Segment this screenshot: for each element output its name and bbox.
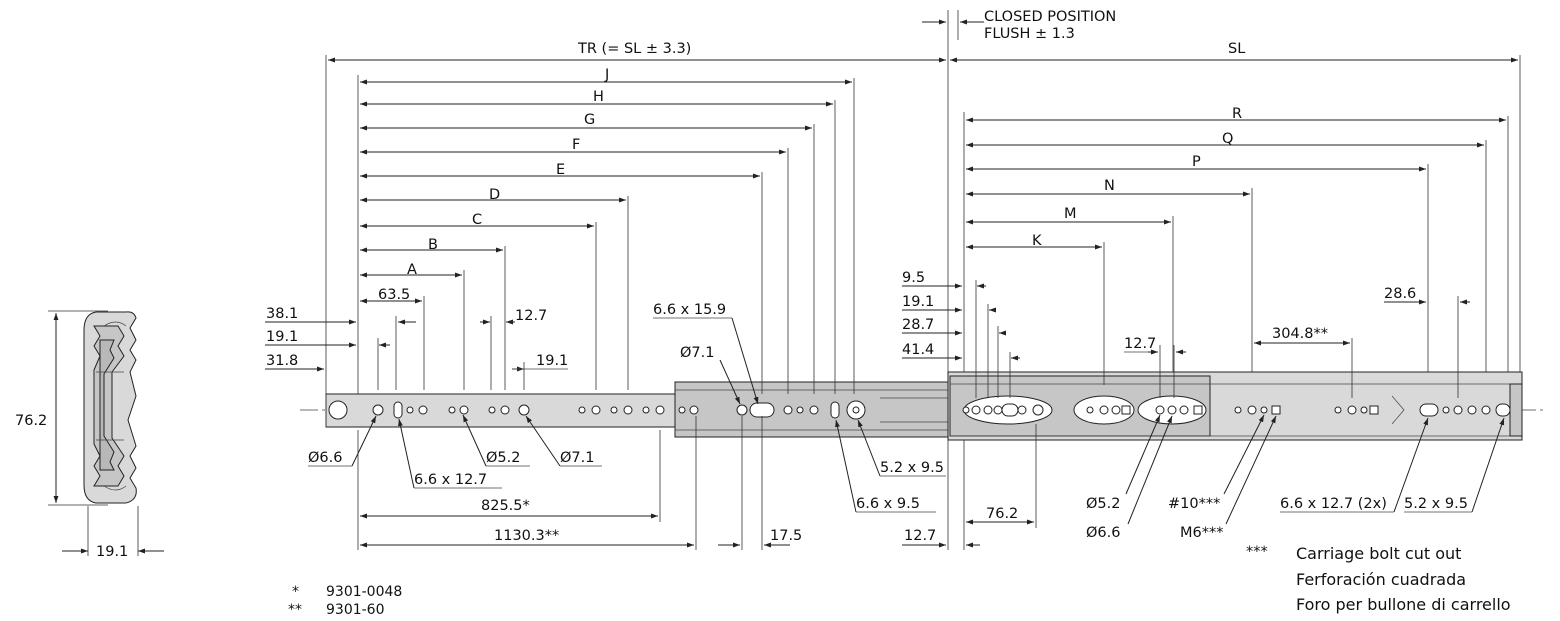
note-foro: Foro per bullone di carrello xyxy=(1296,595,1511,614)
footnote-code-2: 9301-60 xyxy=(326,602,385,618)
tr-label: TR (= SL ± 3.3) xyxy=(577,41,691,57)
profile-view: 76.2 19.1 xyxy=(15,310,164,560)
dim-letter-A: A xyxy=(407,262,417,278)
m10-note: #10*** xyxy=(1168,496,1220,512)
slot-6-6x9-5: 6.6 x 9.5 xyxy=(856,496,920,512)
dim-19-1-right: 19.1 xyxy=(536,353,568,369)
dim-9-5: 9.5 xyxy=(902,270,925,286)
slot-6-6x12-7: 6.6 x 12.7 xyxy=(414,472,487,488)
dim-825-5: 825.5* xyxy=(481,498,530,514)
dim-41-4-text: 41.4 xyxy=(902,342,934,358)
dim-letter-F: F xyxy=(572,137,580,153)
dim-letter-R: R xyxy=(1232,106,1242,122)
dim-38-1: 38.1 xyxy=(266,306,298,322)
dim-letter-G: G xyxy=(584,112,595,128)
left-small-dimensions: 63.5 38.1 19.1 31.8 12.7 19.1 6.6 x 15.9… xyxy=(265,287,759,405)
hole-dia-6-6-right: Ø6.6 xyxy=(1086,525,1120,541)
left-letter-dimensions: J H G F E D C B A xyxy=(357,67,855,394)
dim-letter-Q: Q xyxy=(1222,131,1233,147)
dim-76-2: 76.2 xyxy=(986,506,1018,522)
dim-12-7: 12.7 xyxy=(515,308,547,324)
footnotes: * 9301-0048 ** 9301-60 xyxy=(288,584,402,618)
dim-63-5: 63.5 xyxy=(378,287,410,303)
dim-28-7: 28.7 xyxy=(902,317,934,333)
hole-dia-5-2-right: Ø5.2 xyxy=(1086,496,1120,512)
dim-12-7-bottom: 12.7 xyxy=(904,528,936,544)
hole-dia-7-1-top: Ø7.1 xyxy=(680,345,714,361)
dim-19-1-left: 19.1 xyxy=(266,329,298,345)
triple-star: *** xyxy=(1246,544,1268,560)
sl-label: SL xyxy=(1228,41,1245,57)
flush-tolerance-label: FLUSH ± 1.3 xyxy=(984,26,1075,42)
closed-position-label: CLOSED POSITION xyxy=(984,9,1116,25)
hole-dia-5-2: Ø5.2 xyxy=(486,450,520,466)
right-mounting-holes xyxy=(962,395,1511,425)
right-letter-dimensions: R Q P N M K xyxy=(963,106,1509,385)
footnote-star-1: * xyxy=(292,584,299,600)
footnote-code-1: 9301-0048 xyxy=(326,584,402,600)
dim-letter-E: E xyxy=(556,162,565,178)
dim-letter-N: N xyxy=(1104,178,1115,194)
footnote-star-2: ** xyxy=(288,602,302,618)
note-carriage-bolt: Carriage bolt cut out xyxy=(1296,544,1461,563)
dim-12-7-r: 12.7 xyxy=(1124,336,1156,352)
dim-letter-M: M xyxy=(1064,206,1077,222)
slot-5-2x9-5: 5.2 x 9.5 xyxy=(880,460,944,476)
dim-304-8: 304.8** xyxy=(1272,326,1328,342)
slot-6-6x12-7-2x: 6.6 x 12.7 (2x) xyxy=(1280,496,1387,512)
dim-1130-3: 1130.3** xyxy=(494,528,559,544)
note-ferforacion: Ferforación cuadrada xyxy=(1296,570,1466,589)
dim-letter-H: H xyxy=(593,89,604,105)
dim-letter-J: J xyxy=(604,67,609,83)
slot-6-6x15-9: 6.6 x 15.9 xyxy=(653,302,726,318)
dim-19-1-r: 19.1 xyxy=(902,294,934,310)
hole-dia-6-6: Ø6.6 xyxy=(308,450,342,466)
dim-letter-D: D xyxy=(489,187,500,203)
dim-31-8: 31.8 xyxy=(266,353,298,369)
dim-letter-P: P xyxy=(1192,154,1201,170)
dim-28-6: 28.6 xyxy=(1384,286,1416,302)
slot-5-2x9-5-right: 5.2 x 9.5 xyxy=(1404,496,1468,512)
m6-note: M6*** xyxy=(1180,525,1224,541)
legend-notes: *** Carriage bolt cut out Ferforación cu… xyxy=(1246,544,1511,614)
left-mounting-holes xyxy=(372,400,866,420)
profile-width-label: 19.1 xyxy=(96,544,128,560)
profile-height-label: 76.2 xyxy=(15,413,47,429)
right-small-dimensions: 9.5 19.1 28.7 41.4 12.7 28.6 304.8** xyxy=(902,270,1470,398)
slide-side-view xyxy=(300,371,1545,441)
overall-dimensions: TR (= SL ± 3.3) SL CLOSED POSITION FLUSH… xyxy=(325,9,1521,394)
dim-letter-B: B xyxy=(428,237,438,253)
dim-17-5: 17.5 xyxy=(770,528,802,544)
bottom-callouts: Ø6.6 6.6 x 12.7 Ø5.2 Ø7.1 825.5* 1130.3*… xyxy=(308,414,1505,550)
hole-dia-7-1: Ø7.1 xyxy=(560,450,594,466)
dim-letter-K: K xyxy=(1032,233,1042,249)
dim-letter-C: C xyxy=(472,212,482,228)
